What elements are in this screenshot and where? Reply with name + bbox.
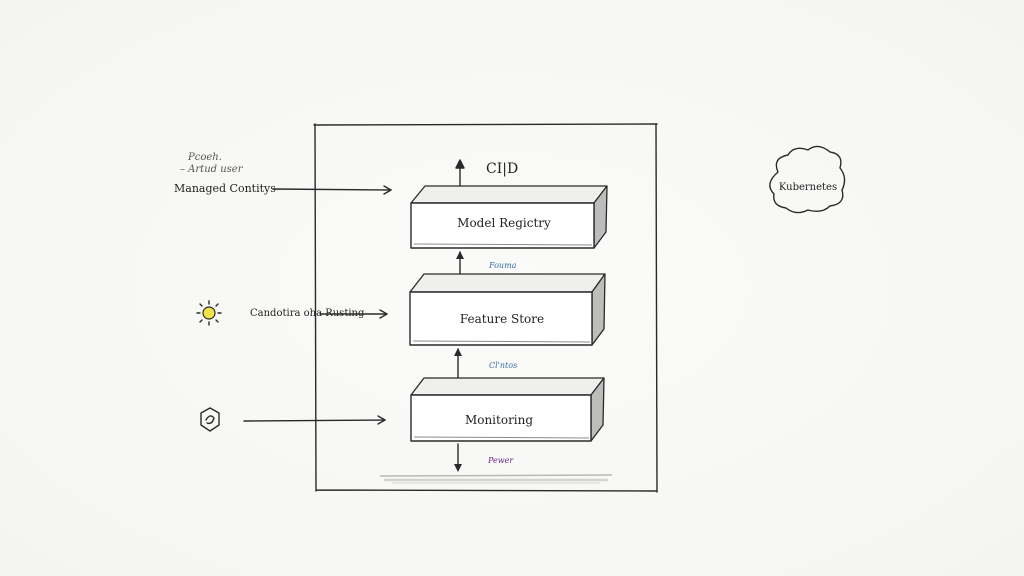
cloud-icon: Kubernetes — [769, 145, 846, 214]
bottom-left-arrow — [243, 415, 386, 425]
middle-left-label: Candotira oha Rusting — [250, 308, 365, 319]
bottom-arrow — [454, 443, 462, 472]
base-shadow — [379, 474, 613, 484]
outer-frame — [313, 123, 658, 493]
tiny-note-2: – Artud user — [180, 164, 244, 175]
cloud-label: Kubernetes — [779, 182, 837, 193]
monitoring-label: Monitoring — [465, 413, 533, 427]
sun-icon — [196, 300, 222, 326]
tiny-note-1: Pcoeh. — [187, 152, 222, 163]
managed-arrow — [272, 185, 392, 195]
top-label: CI|D — [486, 161, 518, 177]
model-registry-label: Model Regictry — [457, 216, 551, 230]
note-between-1: Fouma — [488, 261, 517, 270]
note-bottom: Pewer — [487, 456, 514, 465]
managed-label: Managed Contitys — [174, 182, 276, 195]
feature-store-block: Feature Store — [409, 273, 606, 346]
model-registry-block: Model Regictry — [410, 185, 608, 249]
feature-store-label: Feature Store — [460, 312, 544, 326]
monitoring-block: Monitoring — [410, 377, 605, 442]
note-between-2: Cl'ntos — [489, 361, 517, 370]
hexagon-icon — [200, 407, 220, 432]
middle-left-arrow — [319, 309, 388, 319]
